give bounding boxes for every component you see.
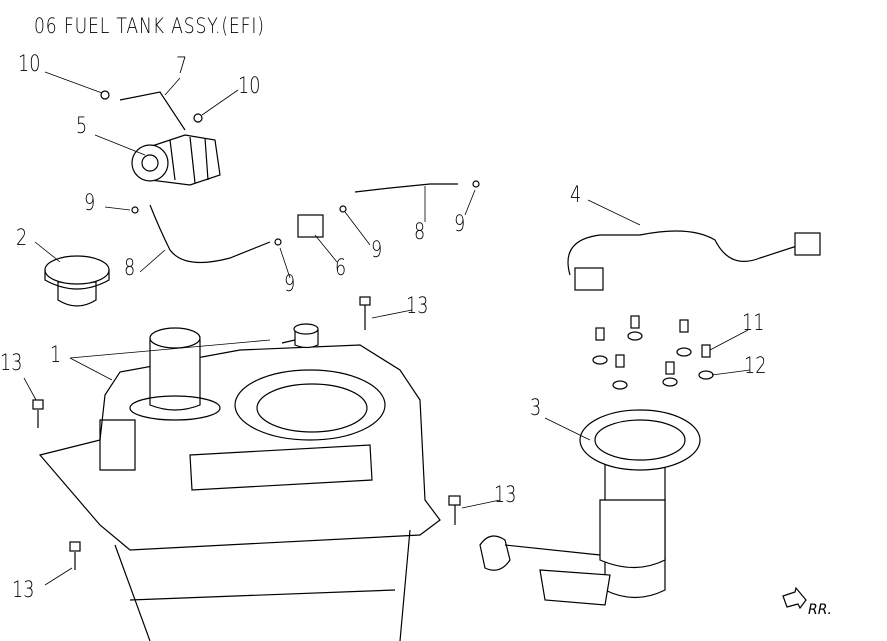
callout-label: 10 [18,52,41,77]
callout-label: 13 [406,294,429,319]
callout-label: 13 [12,578,35,603]
callout-label: 10 [238,74,261,99]
clamps [100,90,480,246]
callout-label: 13 [0,351,23,376]
callout-label: 12 [744,354,767,379]
fuel-filter [131,134,221,186]
callout-label: 11 [742,311,765,336]
direction-arrow-icon [782,586,807,610]
callout-label: 9 [284,272,296,297]
leader-lines [23,71,751,586]
hose-8-left [149,204,271,264]
hose-4-connector-end [794,232,821,256]
fuel-cap [44,255,110,307]
bolts [32,296,461,570]
callout-label: 1 [50,343,62,368]
callout-label: 2 [16,226,28,251]
hose-4-connector [574,267,604,291]
callout-label: 13 [494,483,517,508]
hose-8-right [354,183,458,193]
callout-label: 4 [570,183,582,208]
diagram-title: 06 FUEL TANK ASSY.(EFI) [34,14,265,38]
callout-label: 3 [530,396,542,421]
callout-label: 6 [335,256,347,281]
hose-4 [567,230,801,276]
callout-label: 8 [414,220,426,245]
fuel-tank [38,323,441,641]
fuel-pump [479,409,701,606]
screws-washers [592,315,714,390]
callout-label: 9 [84,191,96,216]
hose-7 [119,91,186,131]
valve-6 [297,214,324,238]
callout-label: 9 [454,212,466,237]
callout-label: 8 [124,256,136,281]
callout-label: 7 [176,54,188,79]
callout-label: 9 [371,238,383,263]
direction-label: RR. [808,602,832,618]
callout-label: 5 [76,114,88,139]
